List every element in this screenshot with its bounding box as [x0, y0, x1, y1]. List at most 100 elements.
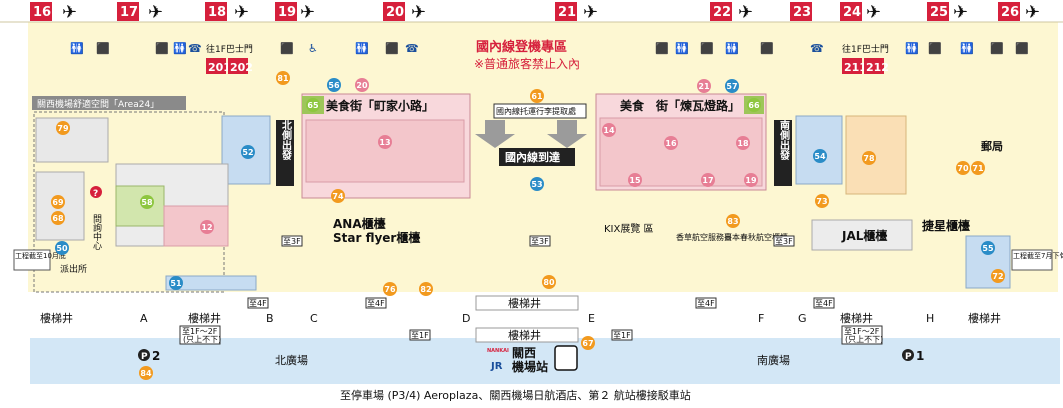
shop-marker-57[interactable]: 57: [725, 79, 739, 93]
nankai-mark: NANKAI: [487, 348, 509, 354]
area24-banner: [32, 96, 186, 110]
shop-marker-56[interactable]: 56: [327, 78, 341, 92]
gate-23[interactable]: 23: [790, 2, 812, 21]
shop-marker-68[interactable]: 68: [51, 211, 65, 225]
shop-marker-58[interactable]: 58: [140, 195, 154, 209]
shop-marker-20[interactable]: 20: [355, 78, 369, 92]
shop-marker-76[interactable]: 76: [383, 282, 397, 296]
svg-text:⬛: ⬛: [655, 42, 669, 55]
svg-text:☎: ☎: [810, 42, 824, 55]
shop-marker-72[interactable]: 72: [991, 269, 1005, 283]
kix-exhibit-label: KIX展覽 區: [604, 222, 654, 235]
ana-counter[interactable]: ANA櫃檯: [333, 216, 386, 231]
shop-marker-16[interactable]: 16: [664, 136, 678, 150]
lounge-block: [35, 117, 109, 163]
shop-number: 67: [582, 339, 593, 348]
bus-gate-201[interactable]: [206, 58, 226, 74]
food-right-shops[interactable]: [599, 117, 763, 187]
shop-marker-54[interactable]: 54: [813, 149, 827, 163]
jac-counter[interactable]: 日本春秋航空櫃檯: [724, 232, 788, 242]
svg-text:至4F: 至4F: [697, 299, 715, 308]
svg-text:(只上不下): (只上不下): [845, 335, 883, 344]
shop-marker-74[interactable]: 74: [331, 189, 345, 203]
svg-text:⬛: ⬛: [928, 42, 942, 55]
gate-18[interactable]: 18✈: [205, 2, 249, 23]
shop-number: 68: [52, 214, 64, 223]
shop-marker-51[interactable]: 51: [169, 276, 183, 290]
domestic-arrival-label: 國內線到達: [505, 150, 560, 164]
shop-marker-69[interactable]: 69: [51, 195, 65, 209]
svg-text:🚻: 🚻: [355, 42, 369, 55]
shop-marker-19[interactable]: 19: [744, 173, 758, 187]
jal-counter[interactable]: JAL櫃檯: [841, 228, 887, 243]
shop-number: 81: [277, 74, 289, 83]
gate-25[interactable]: 25✈: [927, 2, 968, 23]
food-left-shops[interactable]: [305, 119, 465, 183]
svg-text:⬛: ⬛: [385, 42, 399, 55]
shop-marker-14[interactable]: 14: [602, 123, 616, 137]
shop-marker-67[interactable]: 67: [581, 336, 595, 350]
shop-marker-65[interactable]: 65: [306, 98, 320, 112]
shop-marker-18[interactable]: 18: [736, 136, 750, 150]
gate-26[interactable]: 26✈: [998, 2, 1040, 23]
shop-marker-71[interactable]: 71: [971, 161, 985, 175]
svg-text:☎: ☎: [188, 42, 202, 55]
svg-text:⬛: ⬛: [990, 42, 1004, 55]
shop-marker-70[interactable]: 70: [956, 161, 970, 175]
shop-marker-73[interactable]: 73: [815, 194, 829, 208]
shop-number: 51: [170, 279, 182, 288]
gate-22[interactable]: 22✈: [710, 2, 753, 23]
jetstar-counter[interactable]: 捷星櫃檯: [922, 218, 970, 233]
starflyer-counter[interactable]: Star flyer櫃檯: [333, 230, 420, 245]
svg-text:✈: ✈: [738, 2, 753, 23]
shop-marker-83[interactable]: 83: [726, 214, 740, 228]
shop-marker-13[interactable]: 13: [378, 135, 392, 149]
shop-marker-84[interactable]: 84: [139, 366, 153, 380]
food-right-label: 美食 街「煉瓦燈路」: [620, 98, 740, 113]
bus-gate-212[interactable]: [864, 58, 884, 74]
shop-number: 65: [307, 101, 319, 110]
shop-58-block[interactable]: [115, 185, 165, 227]
svg-text:✈: ✈: [62, 2, 77, 23]
shop-marker-78[interactable]: 78: [862, 151, 876, 165]
gate-21[interactable]: 21✈: [555, 2, 598, 23]
north-departure-box: [276, 120, 294, 186]
bus-gate-202[interactable]: [228, 58, 248, 74]
gate-19[interactable]: 19✈: [275, 2, 315, 23]
gate-16[interactable]: 16✈: [30, 2, 77, 23]
shop-marker-61[interactable]: 61: [530, 89, 544, 103]
shop-number: 83: [727, 217, 738, 226]
shop-marker-79[interactable]: 79: [56, 121, 70, 135]
shop-marker-82[interactable]: 82: [419, 282, 433, 296]
shop-marker-66[interactable]: 66: [747, 98, 761, 112]
shop-marker-81[interactable]: 81: [276, 71, 290, 85]
shop-marker-52[interactable]: 52: [241, 145, 255, 159]
shop-marker-21[interactable]: 21: [697, 79, 711, 93]
shop-number: 76: [384, 285, 396, 294]
construction-right: 工程截至7月下旬: [1013, 251, 1063, 260]
shop-marker-50[interactable]: 50: [55, 241, 69, 255]
shop-marker-55[interactable]: 55: [981, 241, 995, 255]
gate-17[interactable]: 17✈: [117, 2, 163, 23]
shop-marker-17[interactable]: 17: [701, 173, 715, 187]
svg-text:至4F: 至4F: [815, 299, 833, 308]
shop-marker-12[interactable]: 12: [200, 220, 214, 234]
shop-51-block[interactable]: [165, 275, 257, 291]
gate-24[interactable]: 24✈: [840, 2, 881, 23]
shop-marker-80[interactable]: 80: [542, 275, 556, 289]
svg-text:P: P: [141, 352, 148, 362]
shop-marker-53[interactable]: 53: [530, 177, 544, 191]
bus-gate-211[interactable]: [842, 58, 862, 74]
floor-tags: 至3F 至3F 至3F 至4F 至4F 至4F 至4F 至1F 至1F 至1F～…: [179, 235, 883, 345]
shop-78-block[interactable]: [845, 115, 907, 195]
shop-12-block[interactable]: [163, 205, 229, 247]
shop-marker-15[interactable]: 15: [628, 173, 642, 187]
svg-text:🚻: 🚻: [173, 42, 187, 55]
gate-20[interactable]: 20✈: [383, 2, 426, 23]
construction-left-box: [13, 249, 51, 271]
shop-number: 71: [972, 164, 984, 173]
svg-text:211: 211: [844, 61, 867, 74]
shop-number: 56: [328, 81, 340, 90]
xiangcao-counter[interactable]: 香草航空服務臺: [676, 232, 732, 242]
